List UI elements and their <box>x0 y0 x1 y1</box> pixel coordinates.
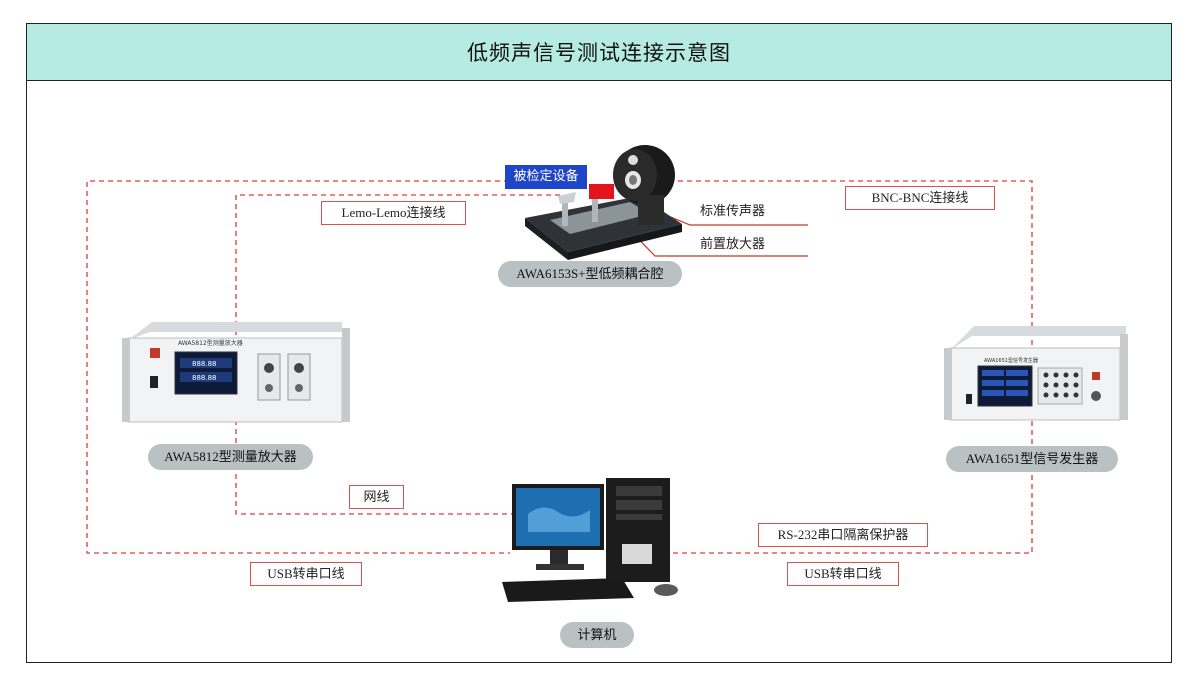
diagram-title: 低频声信号测试连接示意图 <box>26 23 1172 81</box>
outer-usb-wire <box>86 180 545 554</box>
computer-label: 计算机 <box>560 622 634 648</box>
label-rs232-isolator: RS-232串口隔离保护器 <box>758 523 928 547</box>
amplifier-reading-1: 888.88 <box>192 360 217 368</box>
generator-panel-title: AWA1651型信号发生器 <box>984 357 1038 364</box>
amplifier-reading-2: 888.88 <box>192 374 217 382</box>
label-network-cable: 网线 <box>349 485 404 509</box>
amplifier-label: AWA5812型测量放大器 <box>148 444 313 470</box>
label-lemo-cable: Lemo-Lemo连接线 <box>321 201 466 225</box>
generator-label: AWA1651型信号发生器 <box>946 446 1118 472</box>
label-usb-serial-left: USB转串口线 <box>250 562 362 586</box>
device-under-test-tag: 被检定设备 <box>505 165 587 189</box>
label-bnc-cable: BNC-BNC连接线 <box>845 186 995 210</box>
callout-preamp: 前置放大器 <box>700 237 766 252</box>
lemo-wire <box>235 194 560 515</box>
computer-image <box>502 478 678 602</box>
coupler-label: AWA6153S+型低频耦合腔 <box>498 261 682 287</box>
callout-standard-mic: 标准传声器 <box>700 204 766 219</box>
amplifier-panel-title: AWA5812型测量放大器 <box>178 339 243 347</box>
generator-device-image: AWA1651型信号发生器 <box>944 326 1128 421</box>
dut-marker <box>589 184 614 199</box>
coupler-device-image <box>525 145 682 260</box>
amplifier-device-image: 888.88 888.88 AWA5812型测量放大器 <box>122 322 350 423</box>
label-usb-serial-right: USB转串口线 <box>787 562 899 586</box>
